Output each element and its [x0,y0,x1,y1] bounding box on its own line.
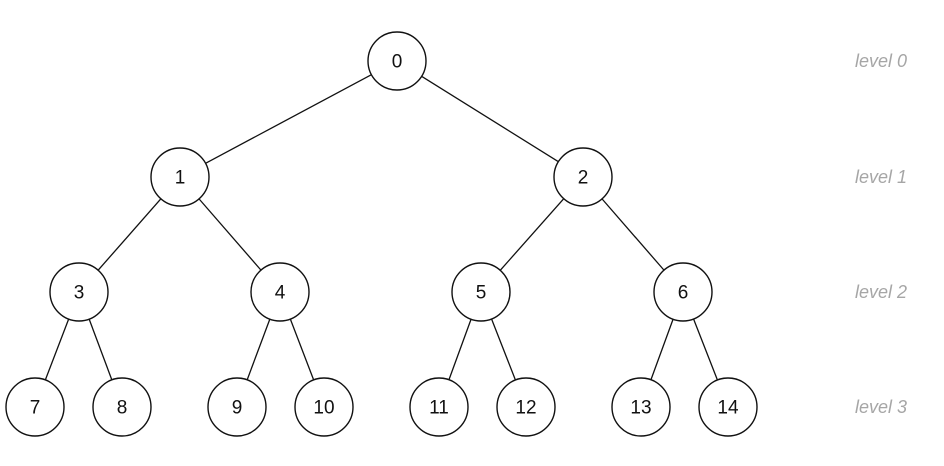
tree-node-7: 7 [5,377,65,437]
tree-node-2: 2 [553,147,613,207]
node-label: 0 [392,52,403,73]
node-circle [496,377,556,437]
tree-node-0: 0 [367,31,427,91]
node-label: 14 [717,398,739,419]
node-label: 11 [429,398,449,419]
edge-3-7 [44,318,70,381]
node-circle [294,377,354,437]
node-label: 8 [117,398,128,419]
node-circle [5,377,65,437]
level-label-0: level 0 [855,51,907,71]
node-label: 10 [313,398,334,419]
node-circle [49,262,109,322]
tree-node-13: 13 [611,377,671,437]
edge-1-4 [198,198,262,271]
edge-4-9 [246,318,271,381]
node-circle [553,147,613,207]
node-circle [367,31,427,91]
edge-0-1 [205,74,372,164]
node-circle [207,377,267,437]
node-label: 7 [30,398,41,419]
node-label: 3 [74,283,85,304]
node-circle [451,262,511,322]
node-circle [409,377,469,437]
tree-node-1: 1 [150,147,210,207]
tree-node-9: 9 [207,377,267,437]
node-circle [611,377,671,437]
tree-node-4: 4 [250,262,310,322]
edge-6-13 [650,319,674,380]
edge-5-12 [490,318,517,381]
node-label: 2 [578,168,589,189]
edge-4-10 [289,318,315,381]
tree-node-3: 3 [49,262,109,322]
node-circle [698,377,758,437]
node-label: 12 [515,398,536,419]
edge-6-14 [692,318,719,381]
node-label: 5 [476,283,487,304]
edge-3-8 [88,318,113,381]
node-label: 6 [678,283,689,304]
node-circle [92,377,152,437]
tree-node-6: 6 [653,262,713,322]
edges-layer [44,74,719,381]
node-label: 4 [275,283,286,304]
node-label: 1 [175,168,186,189]
tree-node-8: 8 [92,377,152,437]
tree-node-11: 11 [409,377,469,437]
level-label-3: level 3 [855,397,907,417]
level-labels: level 0 level 1 level 2 level 3 [855,51,907,417]
tree-node-14: 14 [698,377,758,437]
edge-5-11 [448,319,472,380]
edge-1-3 [97,198,162,271]
edge-0-2 [421,75,559,163]
node-circle [250,262,310,322]
node-label: 13 [630,398,651,419]
level-label-1: level 1 [855,167,907,187]
level-label-2: level 2 [855,282,907,302]
tree-node-10: 10 [294,377,354,437]
node-circle [150,147,210,207]
edge-2-5 [499,198,565,271]
node-label: 9 [232,398,243,419]
node-circle [653,262,713,322]
tree-node-12: 12 [496,377,556,437]
edge-2-6 [601,198,665,271]
tree-node-5: 5 [451,262,511,322]
